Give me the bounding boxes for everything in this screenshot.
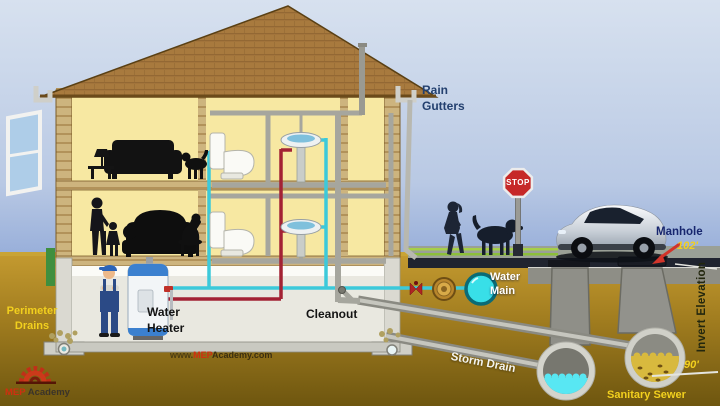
invert-leader-line [651,371,719,377]
water-service [162,272,498,306]
sewer-lateral [357,295,633,351]
logo-academy: Academy [27,387,70,398]
family-silhouette [90,197,120,256]
label-cleanout: Cleanout [306,307,358,321]
sanitary-sewer-pipe [624,327,686,389]
watermark-prefix: www. [170,350,194,360]
downspout [403,99,418,260]
label-water-main: Water Main [490,271,521,297]
catch-basin-shaft [549,267,591,346]
sofa-upper [104,140,182,179]
watermark-mep: MEP [193,350,213,360]
water-heater-tank [127,257,173,340]
vent-cap [358,43,367,47]
gutter-left-icon [33,86,53,103]
pedestrian-girl [444,201,464,255]
water-meter-icon [432,277,456,301]
logo-mep: MEP [5,387,26,398]
dog-upper [181,150,209,179]
storm-lateral [385,331,561,374]
perimeter-drain-left [49,330,78,356]
cleanout-cap-icon [338,286,346,294]
side-table-upper [88,149,114,179]
watermark-suffix: Academy.com [212,350,273,360]
window-pane [6,109,42,197]
dog-on-stool [178,213,202,256]
shutoff-valve-icon [409,281,423,296]
basement-floor [55,341,401,353]
label-perimeter-drains: Perimeter Drains [6,305,58,332]
plumber [99,265,120,337]
label-manhole-elevation: 102' [677,240,698,252]
storm-drain-pipe [536,341,596,401]
label-manhole: Manhole [656,226,703,238]
drain-piping [210,46,394,304]
label-sanitary-sewer: Sanitary Sewer [607,389,686,401]
water-main-icon [464,272,498,306]
stop-sign [502,167,534,256]
label-rain-gutters: Rain Gutters [422,83,465,113]
label-sewer-invert: 90' [684,359,699,371]
gutter-right-icon [395,86,417,103]
manhole-arrow [652,241,682,264]
manhole-shaft [617,267,677,334]
left-wall [55,89,73,259]
dog-street [472,215,523,255]
toilet-upper [209,132,255,180]
toilet-lower [209,211,255,257]
watermark: www.MEPAcademy.com [170,350,272,361]
logo-text: MEP Academy [5,387,70,398]
label-invert-elevation: Invert Elevation [696,261,709,353]
sink-lower [280,219,322,258]
sink-upper [280,132,322,183]
perimeter-drain-right [379,328,401,356]
downspout-extension [46,248,55,286]
mep-logo-icon [16,366,56,384]
house [39,5,439,356]
partition-lower [198,190,206,256]
curb-inlet [548,260,590,267]
partition-upper [198,97,206,181]
street-leader-line [674,263,718,270]
label-water-heater: Water Heater [147,305,185,335]
basement [72,266,384,342]
car [556,204,668,263]
stop-sign-text: STOP [506,178,530,188]
